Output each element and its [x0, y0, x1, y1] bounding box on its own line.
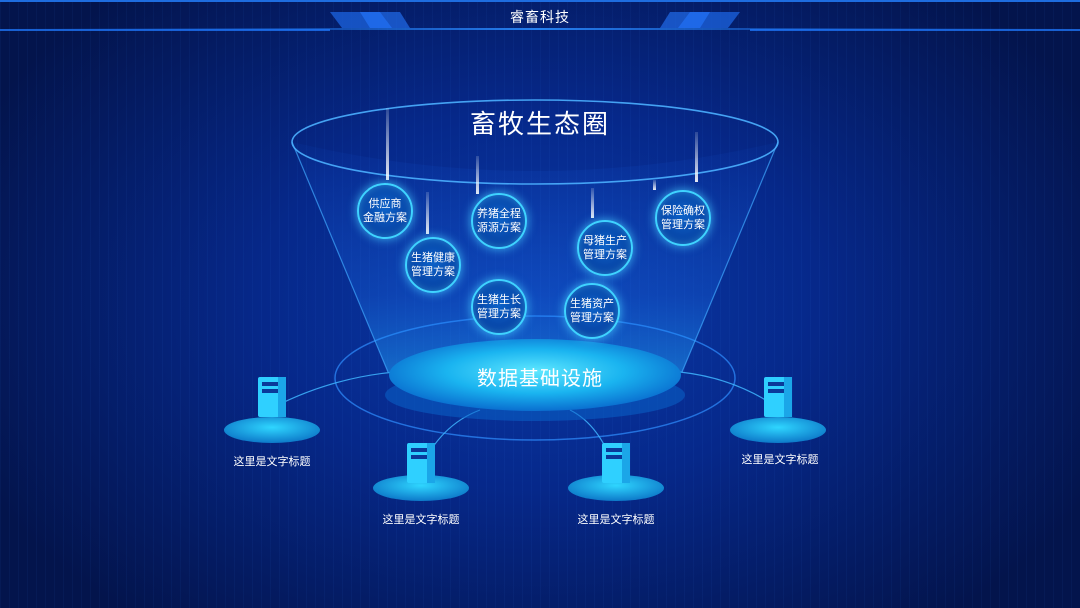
bubble-line: 保险确权 — [661, 204, 705, 217]
server-label: 这里是文字标题 — [577, 513, 655, 526]
bubble-line: 源源方案 — [477, 221, 521, 234]
header-bar: 睿畜科技 — [0, 0, 1080, 32]
bubble-line: 管理方案 — [411, 265, 455, 278]
bubble-line: 养猪全程 — [477, 207, 521, 220]
bubble-line: 生猪资产 — [570, 297, 614, 310]
bubble-line: 金融方案 — [363, 211, 407, 224]
brand-title: 睿畜科技 — [510, 10, 570, 26]
server-icon — [258, 377, 286, 417]
solution-bubble-supplier-finance[interactable]: 供应商 金融方案 — [357, 183, 413, 239]
bubble-line: 管理方案 — [661, 218, 705, 231]
server-icon — [407, 443, 435, 483]
server-label: 这里是文字标题 — [382, 513, 460, 526]
solution-bubble-pig-growth[interactable]: 生猪生长 管理方案 — [471, 279, 527, 335]
solution-bubble-full-process[interactable]: 养猪全程 源源方案 — [471, 193, 527, 249]
diagram-title: 畜牧生态圈 — [469, 110, 610, 140]
solution-bubble-insurance-rights[interactable]: 保险确权 管理方案 — [655, 190, 711, 246]
server-icon — [602, 443, 630, 483]
bubble-line: 母猪生产 — [583, 234, 627, 247]
funnel-edge-left — [291, 141, 389, 373]
solution-bubble-pig-assets[interactable]: 生猪资产 管理方案 — [564, 283, 620, 339]
solution-bubble-sow-production[interactable]: 母猪生产 管理方案 — [577, 220, 633, 276]
solution-bubble-pig-health[interactable]: 生猪健康 管理方案 — [405, 237, 461, 293]
bubble-line: 生猪健康 — [411, 251, 455, 264]
server-label: 这里是文字标题 — [741, 453, 819, 466]
bubble-line: 管理方案 — [583, 248, 627, 261]
bubble-line: 管理方案 — [477, 307, 521, 320]
server-label: 这里是文字标题 — [233, 455, 311, 468]
base-platform — [389, 339, 681, 411]
server-pads — [224, 417, 826, 501]
light-sticks — [386, 108, 698, 234]
top-ring — [291, 99, 779, 185]
bubble-line: 供应商 — [368, 197, 402, 210]
base-label: 数据基础设施 — [477, 366, 603, 390]
server-icon — [764, 377, 792, 417]
bubble-line: 生猪生长 — [477, 293, 521, 306]
funnel-edge-right — [681, 141, 779, 373]
header-decoration — [0, 0, 1080, 31]
bubble-line: 管理方案 — [570, 311, 614, 324]
